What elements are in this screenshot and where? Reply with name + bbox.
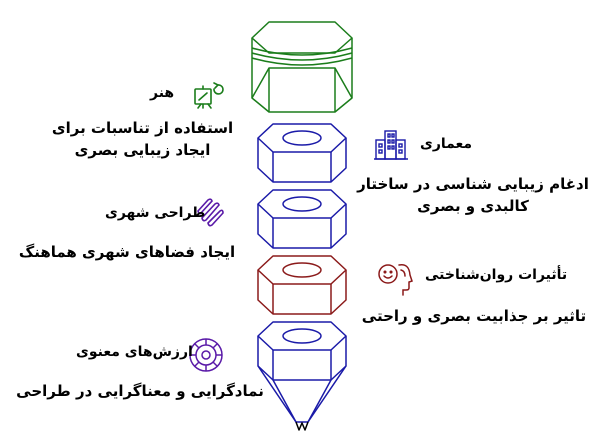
art-description: استفاده از تناسبات برای ایجاد زیبایی بصر…: [40, 117, 245, 161]
architecture-description: ادغام زیبایی شناسی در ساختار کالبدی و بص…: [353, 173, 593, 217]
head-smile-icon: [378, 263, 413, 296]
spiritual-values-description: نمادگرایی و معناگرایی در طراحی: [10, 380, 270, 402]
nut-2: [257, 189, 347, 249]
top-cap: [251, 21, 353, 113]
urban-design-description: ایجاد فضاهای شهری هماهنگ: [12, 241, 242, 263]
architecture-desc-line-2: کالبدی و بصری: [417, 197, 529, 215]
urban-desc-line-1: ایجاد فضاهای شهری هماهنگ: [18, 243, 236, 261]
urban-design-title: طراحی شهری: [105, 205, 206, 221]
meaning-desc-line-1: نمادگرایی و معناگرایی در طراحی: [16, 382, 264, 400]
architecture-title: معماری: [420, 136, 473, 152]
buildings-icon: [374, 130, 408, 160]
art-desc-line-2: ایجاد زیبایی بصری: [74, 141, 211, 159]
art-title: هنر: [150, 85, 175, 101]
psychology-description: تاثیر بر جذابیت بصری و راحتی: [354, 305, 594, 327]
psychology-desc-line-1: تاثیر بر جذابیت بصری و راحتی: [361, 307, 587, 325]
art-desc-line-1: استفاده از تناسبات برای: [51, 119, 234, 137]
architecture-desc-line-1: ادغام زیبایی شناسی در ساختار: [357, 175, 589, 193]
spiritual-values-title: ارزش‌های معنوی: [76, 344, 193, 360]
nut-4-tip: [257, 321, 347, 431]
nut-1: [257, 123, 347, 183]
nut-3: [257, 255, 347, 315]
easel-icon: [194, 82, 224, 109]
compass-icon: [189, 338, 223, 372]
psychology-title: تأثیرات روان‌شناختی: [425, 267, 568, 283]
pattern-icon: [197, 198, 224, 227]
